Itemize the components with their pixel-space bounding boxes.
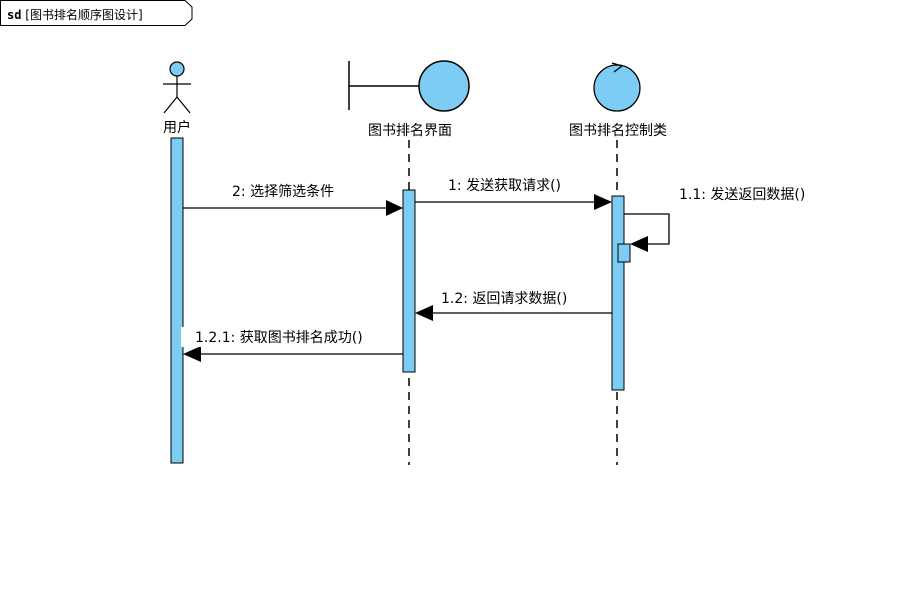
actor-user-icon bbox=[163, 61, 191, 114]
message-label-m121: 1.2.1: 获取图书排名成功() bbox=[181, 327, 365, 347]
frame-keyword: sd bbox=[7, 8, 22, 22]
ctrl-activation-bar bbox=[611, 195, 625, 391]
message-arrow-m11 bbox=[624, 213, 670, 252]
message-arrow-m2 bbox=[183, 200, 403, 216]
message-arrow-m121 bbox=[183, 346, 403, 362]
frame-title: sd [图书排名顺序图设计] bbox=[7, 6, 143, 23]
control-icon bbox=[593, 62, 641, 112]
boundary-icon bbox=[348, 60, 470, 112]
user-activation-bar bbox=[170, 137, 184, 464]
message-label-m12: 1.2: 返回请求数据() bbox=[441, 291, 568, 307]
ui-activation-bar bbox=[402, 189, 416, 373]
ctrl-nested-activation-bar bbox=[617, 243, 631, 263]
frame-name: [图书排名顺序图设计] bbox=[25, 8, 143, 22]
lifeline-label-user: 用户 bbox=[163, 120, 191, 136]
lifeline-label-ui: 图书排名界面 bbox=[368, 123, 452, 139]
message-label-m11: 1.1: 发送返回数据() bbox=[679, 187, 806, 203]
message-arrow-m12 bbox=[415, 305, 612, 321]
message-label-m2: 2: 选择筛选条件 bbox=[232, 184, 335, 200]
message-label-m1: 1: 发送获取请求() bbox=[448, 178, 561, 194]
lifeline-label-ctrl: 图书排名控制类 bbox=[569, 123, 667, 139]
frame-label-box bbox=[0, 0, 193, 26]
message-arrow-m1 bbox=[415, 194, 612, 210]
